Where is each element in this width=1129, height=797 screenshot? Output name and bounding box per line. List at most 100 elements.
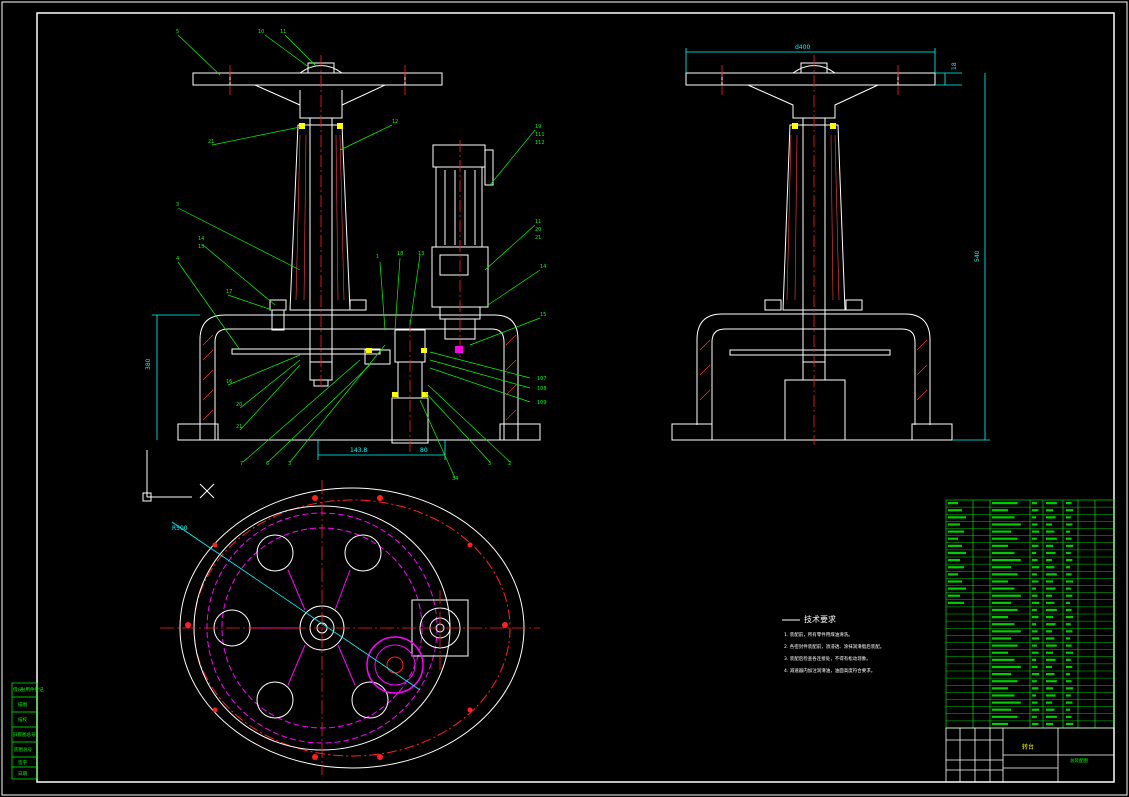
svg-text:21: 21 [236, 424, 242, 430]
parts-cell-text [948, 544, 962, 547]
parts-cell-text [1046, 537, 1057, 540]
svg-text:21: 21 [535, 235, 541, 241]
plan-dimension [171, 521, 421, 691]
svg-text:7: 7 [240, 461, 243, 467]
front-balloons: 5 10 11 21 12 3 14 15 4 17 16 20 21 7 6 … [176, 29, 547, 482]
parts-cell-text [992, 580, 1008, 583]
parts-cell-text [1046, 608, 1057, 612]
svg-text:d400: d400 [795, 44, 810, 51]
parts-cell-text [1066, 701, 1073, 704]
parts-cell-text [948, 509, 962, 512]
parts-cell-text [1046, 708, 1055, 711]
parts-cell-text [1046, 651, 1054, 654]
parts-cell-text [1046, 566, 1055, 569]
parts-cell-text [992, 502, 1018, 505]
parts-cell-text [1046, 502, 1057, 505]
parts-cell-text [1032, 573, 1037, 576]
parts-cell-text [1066, 608, 1072, 612]
parts-cell-text [1046, 658, 1056, 661]
parts-cell-text [1046, 616, 1054, 619]
parts-cell-text [1066, 637, 1070, 640]
front-view [177, 62, 541, 444]
parts-cell-text [948, 559, 960, 562]
parts-cell-text [1066, 601, 1070, 604]
tech-req-item: 1. 装配前，所有零件用煤油清洗。 [784, 631, 853, 638]
svg-text:11: 11 [280, 29, 286, 35]
parts-cell-text [948, 573, 958, 576]
parts-cell-text [1046, 694, 1056, 697]
side-hatch [699, 134, 928, 401]
parts-cell-text [948, 580, 962, 583]
parts-cell-text [992, 551, 1015, 555]
svg-text:18: 18 [951, 62, 958, 70]
side-centerlines [721, 55, 899, 445]
parts-cell-text [1066, 594, 1073, 597]
svg-text:18: 18 [397, 251, 403, 257]
parts-cell-text [992, 608, 1018, 612]
parts-cell-text [1032, 680, 1037, 683]
parts-cell-text [992, 616, 1008, 619]
tech-req-item: 2. 各密封件装配前，须浸透、涂抹润滑脂后装配。 [784, 643, 884, 650]
parts-cell-text [1066, 630, 1073, 633]
parts-cell-text [992, 573, 1018, 576]
svg-text:13: 13 [418, 251, 424, 257]
parts-cell-text [1032, 708, 1040, 711]
svg-text:3: 3 [488, 461, 491, 467]
parts-cell-text [1032, 651, 1039, 654]
svg-text:80: 80 [420, 447, 428, 454]
parts-cell-text [1066, 551, 1071, 555]
parts-cell-text [992, 637, 1012, 640]
parts-cell-text [1032, 601, 1040, 604]
parts-cell-text [948, 601, 964, 604]
parts-cell-text [1046, 637, 1055, 640]
left-stamp [11, 682, 38, 780]
parts-cell-text [1066, 559, 1073, 562]
front-leaders [177, 34, 541, 479]
parts-cell-text [1032, 516, 1036, 519]
svg-text:107: 107 [537, 376, 547, 382]
svg-text:14: 14 [198, 236, 204, 242]
parts-cell-text [1046, 680, 1057, 683]
parts-cell-text [992, 559, 1021, 562]
side-view [671, 62, 953, 441]
parts-cell-text [1032, 637, 1040, 640]
parts-cell-text [1066, 651, 1074, 654]
parts-cell-text [1032, 722, 1039, 726]
svg-text:12: 12 [392, 119, 398, 125]
parts-cell-text [948, 594, 960, 597]
svg-text:借(通)用件登记: 借(通)用件登记 [13, 686, 44, 693]
parts-cell-text [1066, 502, 1072, 505]
parts-cell-text [1046, 715, 1057, 718]
parts-cell-text [948, 530, 964, 533]
parts-cell-text [948, 587, 966, 590]
side-dim-text: d400 18 540 [795, 44, 981, 262]
parts-list-rows [946, 506, 1114, 722]
parts-cell-text [992, 701, 1021, 704]
plan-bolt-holes [185, 495, 508, 760]
svg-text:旧底图总号: 旧底图总号 [13, 731, 36, 738]
parts-cell-text [992, 687, 1008, 690]
parts-cell-text [1032, 509, 1039, 512]
front-dimensions [152, 314, 446, 460]
svg-text:1: 1 [376, 254, 379, 260]
parts-cell-text [1066, 523, 1073, 526]
svg-text:17: 17 [226, 289, 232, 295]
parts-cell-text [1032, 608, 1037, 612]
parts-cell-text [1046, 701, 1052, 704]
svg-text:6: 6 [266, 461, 269, 467]
parts-cell-text [1066, 566, 1070, 569]
side-dimensions [685, 48, 990, 441]
parts-cell-text [1046, 722, 1054, 726]
svg-text:111: 111 [535, 132, 545, 138]
svg-text:底图总号: 底图总号 [14, 746, 32, 753]
svg-text:34: 34 [452, 476, 458, 482]
svg-text:5: 5 [176, 29, 179, 35]
parts-cell-marks [948, 502, 1074, 726]
parts-cell-text [1046, 523, 1052, 526]
parts-cell-text [1066, 708, 1070, 711]
parts-cell-text [992, 694, 1015, 697]
svg-text:3: 3 [288, 461, 291, 467]
inner-frame [36, 12, 1115, 783]
parts-cell-text [1032, 715, 1037, 718]
